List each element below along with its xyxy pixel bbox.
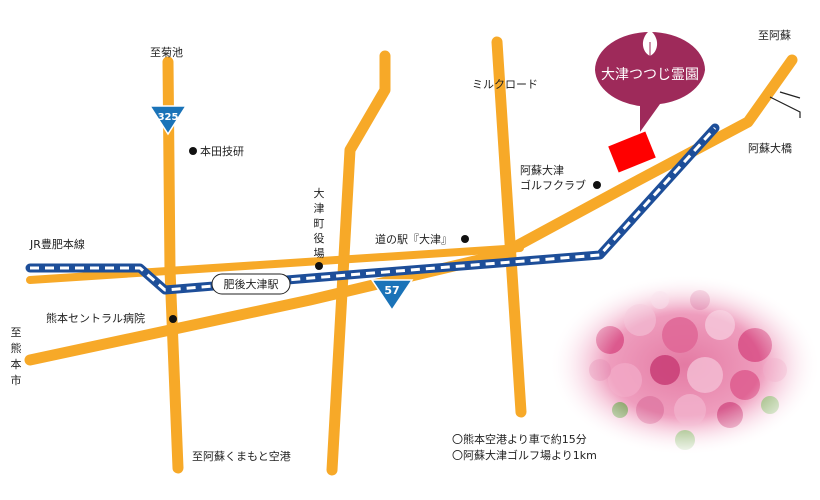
label-jr-line: JR豊肥本線: [29, 237, 85, 251]
landmark-michi-no-eki: 道の駅『大津』: [375, 232, 452, 246]
destination-marker: [608, 131, 656, 173]
landmark-aso-golf-2: ゴルフクラブ: [520, 178, 586, 192]
svg-text:本: 本: [11, 357, 22, 371]
svg-text:市: 市: [11, 373, 22, 387]
road-route-57: [24, 54, 798, 366]
landmark-hospital: 熊本セントラル病院: [46, 311, 145, 325]
road-town-office: [326, 50, 391, 476]
road-milk-road: [491, 36, 527, 418]
road-secondary: [26, 244, 524, 284]
hospital-dot: [169, 315, 177, 323]
landmark-aso-golf-1: 阿蘇大津: [520, 163, 564, 177]
michi-no-eki-dot: [461, 235, 469, 243]
note-airport: 〇熊本空港より車で約15分: [452, 432, 587, 446]
svg-text:役: 役: [314, 231, 325, 245]
svg-text:場: 場: [314, 247, 325, 260]
direction-aso: 至阿蘇: [758, 29, 791, 42]
destination-name: 大津つつじ霊園: [601, 67, 699, 83]
svg-text:57: 57: [384, 284, 399, 297]
landmark-honda: 本田技研: [200, 144, 244, 158]
route-shield-325: 325: [148, 105, 188, 136]
town-office-dot: [315, 262, 323, 270]
landmark-town-office: 大 津 町 役 場: [314, 186, 325, 260]
svg-text:肥後大津駅: 肥後大津駅: [224, 277, 279, 291]
destination-bubble: 大津つつじ霊園: [595, 32, 705, 132]
direction-kumamoto-city: 至 熊 本 市: [11, 326, 22, 387]
svg-text:至: 至: [11, 326, 22, 339]
svg-text:町: 町: [314, 217, 325, 230]
leaf-icon: [642, 32, 658, 56]
svg-text:大: 大: [314, 186, 325, 200]
svg-text:325: 325: [158, 112, 179, 123]
aso-bridge-branch: [769, 96, 801, 118]
direction-kikuchi: 至菊池: [150, 46, 183, 59]
landmark-milk-road: ミルクロード: [472, 78, 538, 91]
azalea-photo: [548, 273, 820, 457]
route-shield-57: 57: [370, 279, 414, 312]
landmark-aso-bridge: 阿蘇大橋: [748, 141, 792, 155]
honda-dot: [189, 147, 197, 155]
direction-aso-airport: 至阿蘇くまもと空港: [192, 449, 291, 463]
note-golf: 〇阿蘇大津ゴルフ場より1km: [452, 448, 597, 462]
svg-text:熊: 熊: [11, 341, 22, 355]
svg-text:津: 津: [314, 202, 325, 215]
station-label: 肥後大津駅: [211, 273, 291, 295]
golf-dot: [593, 181, 601, 189]
